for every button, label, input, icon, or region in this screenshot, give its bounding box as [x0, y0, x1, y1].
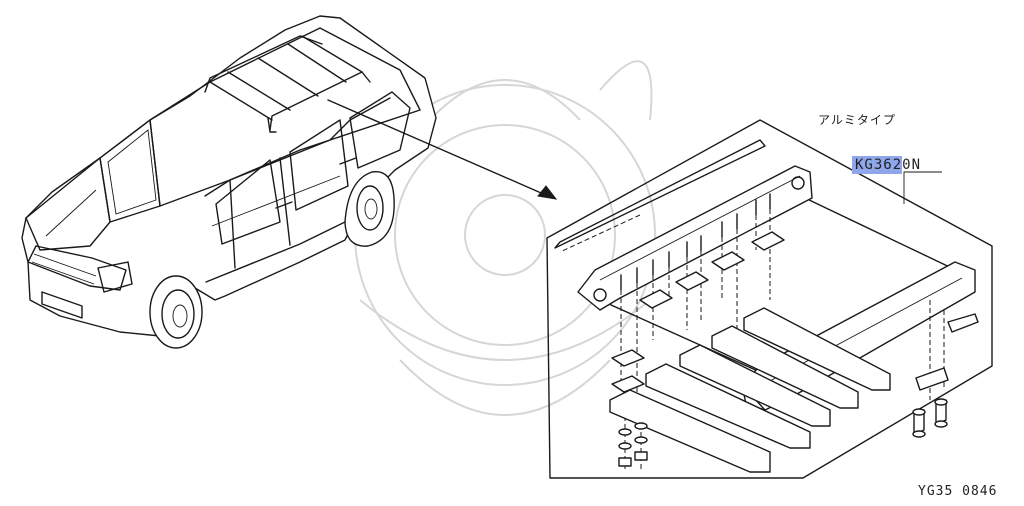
figure-code: YG35 0846: [918, 484, 998, 499]
type-label: アルミタイプ: [818, 113, 896, 127]
detail-frame: [546, 119, 993, 479]
part-number: KG3620N: [852, 156, 922, 174]
car-illustration: [21, 15, 437, 349]
callout-arrow: [327, 99, 558, 200]
part-number-highlight: KG362: [852, 156, 903, 174]
roof-rack-parts: [554, 139, 979, 473]
part-number-suffix: 0N: [902, 157, 922, 173]
watermark-emblem: [354, 60, 656, 416]
